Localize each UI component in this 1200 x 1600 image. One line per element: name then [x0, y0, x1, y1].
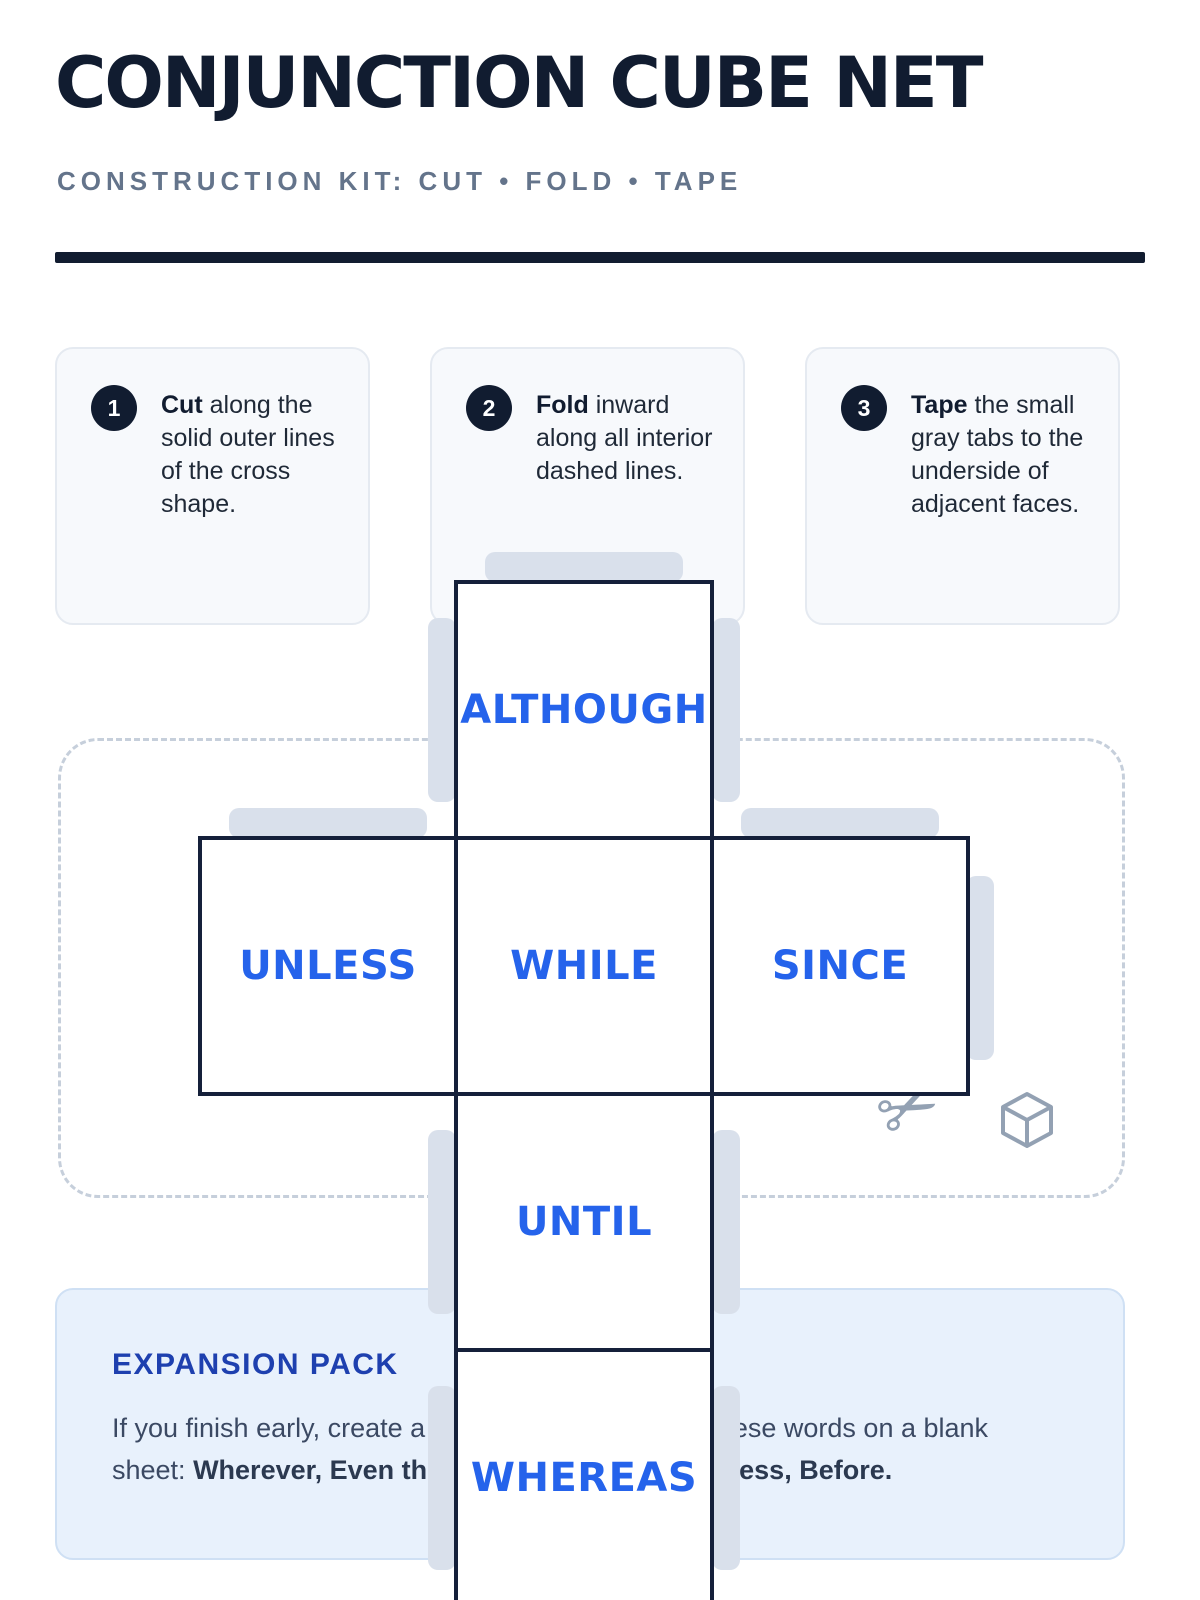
face-label: UNLESS [239, 943, 417, 989]
step-text: Fold inward along all interior dashed li… [536, 385, 713, 488]
glue-tab-although-right [712, 618, 740, 802]
expansion-pack-heading: EXPANSION PACK [112, 1348, 399, 1381]
face-while: WHILE [454, 836, 714, 1096]
glue-tab-since-top [741, 808, 939, 838]
step-number-badge: 1 [91, 385, 137, 431]
face-until: UNTIL [454, 1092, 714, 1352]
glue-tab-since-right [966, 876, 994, 1060]
glue-tab-until-right [712, 1130, 740, 1314]
face-label: SINCE [771, 943, 909, 989]
page-title: CONJUNCTION CUBE NET [55, 42, 983, 124]
face-since: SINCE [710, 836, 970, 1096]
step-body-text: along the solid outer lines of the cross… [161, 391, 335, 518]
glue-tab-whereas-left [428, 1386, 456, 1570]
cube-icon [1001, 1092, 1053, 1148]
header-divider [55, 252, 1145, 263]
glue-tab-although-left [428, 618, 456, 802]
face-label: UNTIL [515, 1199, 653, 1245]
glue-tab-whereas-right [712, 1386, 740, 1570]
step-text: Tape the small gray tabs to the undersid… [911, 385, 1088, 521]
step-card-tape: 3 Tape the small gray tabs to the unders… [805, 347, 1120, 625]
instruction-steps: 1 Cut along the solid outer lines of the… [55, 347, 1120, 625]
page-subtitle: CONSTRUCTION KIT: CUT • FOLD • TAPE [57, 166, 743, 196]
step-number-badge: 3 [841, 385, 887, 431]
step-lead-word: Tape [911, 391, 968, 419]
glue-tab-top [485, 552, 683, 582]
step-card-fold: 2 Fold inward along all interior dashed … [430, 347, 745, 625]
face-unless: UNLESS [198, 836, 458, 1096]
step-card-cut: 1 Cut along the solid outer lines of the… [55, 347, 370, 625]
face-label: WHEREAS [470, 1455, 698, 1501]
step-lead-word: Cut [161, 391, 203, 419]
step-body-text: inward along all interior dashed lines. [536, 391, 713, 485]
face-whereas: WHEREAS [454, 1348, 714, 1600]
glue-tab-unless-top [229, 808, 427, 838]
step-body-text: the small gray tabs to the underside of … [911, 391, 1084, 518]
face-although: ALTHOUGH [454, 580, 714, 840]
step-number-badge: 2 [466, 385, 512, 431]
step-text: Cut along the solid outer lines of the c… [161, 385, 338, 521]
face-label: ALTHOUGH [460, 687, 708, 733]
step-lead-word: Fold [536, 391, 589, 419]
glue-tab-until-left [428, 1130, 456, 1314]
face-label: WHILE [510, 943, 658, 989]
